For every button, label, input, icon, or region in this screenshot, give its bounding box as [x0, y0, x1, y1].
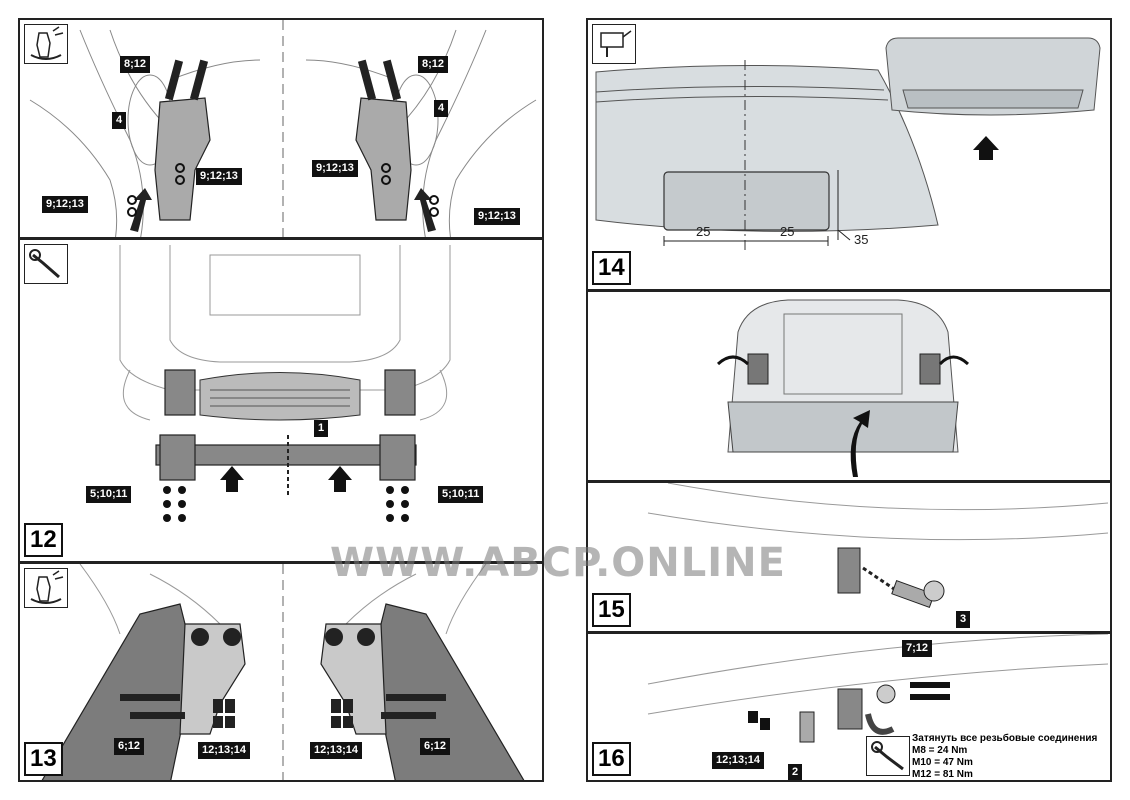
- bumper-removal-drawing: [716, 299, 970, 477]
- step-14-drawing: [595, 37, 1101, 250]
- step-panel-12: 1 5;10;11 5;10;11 12: [18, 238, 544, 563]
- part-tag: 9;12;13: [312, 160, 358, 177]
- step-panel-bumper-removal: [586, 290, 1112, 482]
- torque-m12: M12 = 81 Nm: [912, 769, 973, 780]
- part-tag: 6;12: [420, 738, 451, 755]
- part-tag: 12;13;14: [712, 752, 765, 769]
- step-15-drawing: [647, 483, 1109, 609]
- dimension-label: 25: [696, 224, 711, 239]
- torque-wrench-icon: [866, 736, 910, 776]
- part-tag: 4: [434, 100, 449, 117]
- part-tag: 3: [956, 611, 971, 628]
- step-panel-16: 7;12 12;13;14 2 16: [586, 632, 1112, 782]
- wrench-icon: [24, 244, 68, 284]
- part-tag: 2: [788, 764, 803, 780]
- part-tag: 5;10;11: [86, 486, 132, 503]
- part-tag: 5;10;11: [438, 486, 484, 503]
- step-panel-14: 25 25 35 14: [586, 18, 1112, 291]
- dimension-label: 35: [854, 232, 869, 247]
- part-tag: 12;13;14: [310, 742, 363, 759]
- step-number: 14: [592, 251, 631, 285]
- tool-icon: [24, 24, 68, 64]
- step-number: 16: [592, 742, 631, 776]
- step-13-drawing: [41, 564, 525, 780]
- step-number: 13: [24, 742, 63, 776]
- step-number: 15: [592, 593, 631, 627]
- torque-m8: M8 = 24 Nm: [912, 745, 968, 756]
- part-tag: 8;12: [120, 56, 151, 73]
- step-panel-15: 3 15: [586, 481, 1112, 633]
- tool-icon: [24, 568, 68, 608]
- part-tag: 1: [314, 420, 329, 437]
- dimension-label: 25: [780, 224, 795, 239]
- step-11-drawing: [29, 20, 537, 237]
- torque-spec: Затянуть все резьбовые соединения M8 = 2…: [912, 733, 1097, 781]
- part-tag: 6;12: [114, 738, 145, 755]
- part-tag: 9;12;13: [196, 168, 242, 185]
- part-tag: 8;12: [418, 56, 449, 73]
- jigsaw-icon: [592, 24, 636, 64]
- part-tag: 9;12;13: [474, 208, 520, 225]
- step-number: 12: [24, 523, 63, 557]
- watermark: WWW.ABCP.ONLINE: [330, 540, 786, 586]
- part-tag: 4: [112, 112, 127, 129]
- step-panel-11: 8;12 8;12 4 4 9;12;13 9;12;13 9;12;13 9;…: [18, 18, 544, 239]
- part-tag: 9;12;13: [42, 196, 88, 213]
- torque-m10: M10 = 47 Nm: [912, 757, 973, 768]
- part-tag: 7;12: [902, 640, 933, 657]
- torque-title: Затянуть все резьбовые соединения: [912, 733, 1098, 744]
- step-panel-13: 6;12 12;13;14 12;13;14 6;12 13: [18, 562, 544, 782]
- step-16-drawing: [647, 634, 1109, 743]
- step-12-drawing: [119, 245, 451, 522]
- part-tag: 12;13;14: [198, 742, 251, 759]
